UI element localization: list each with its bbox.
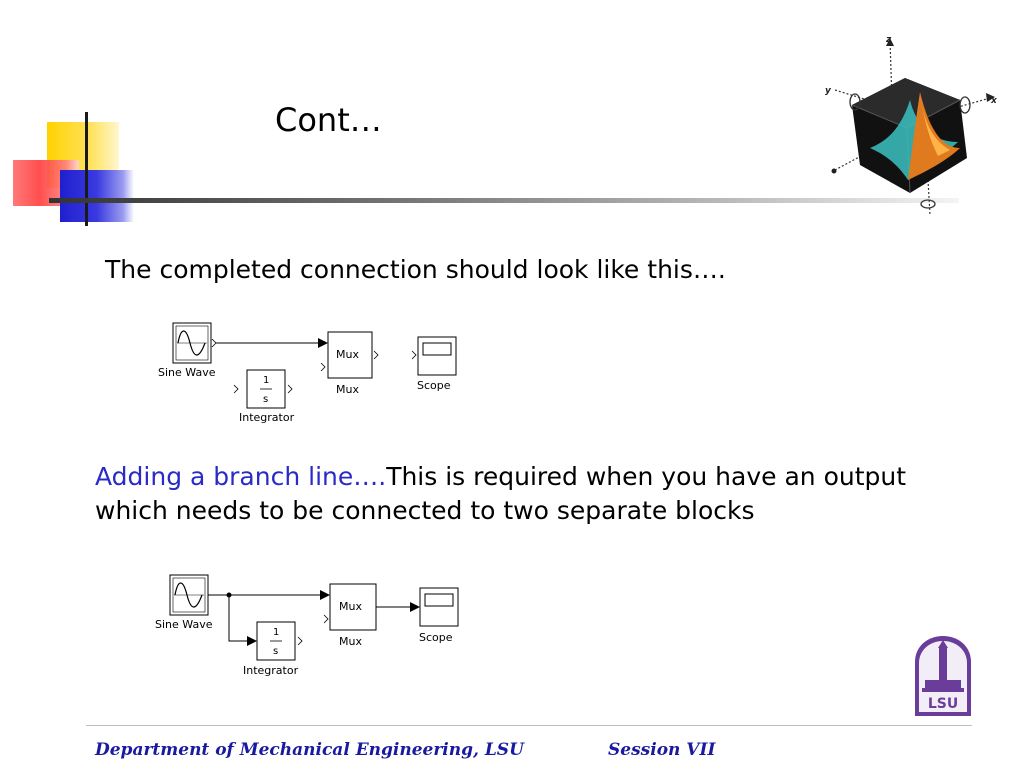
title-underline (49, 198, 959, 203)
scope-label: Scope (419, 631, 453, 644)
lsu-logo-text: LSU (928, 696, 958, 712)
simulink-diagram-branch: Sine Wave 1 s Integrator Mux Mux Scope (155, 574, 459, 677)
lsu-logo-icon: LSU (915, 636, 971, 716)
intro-text: The completed connection should look lik… (105, 255, 726, 284)
sine-wave-block (172, 322, 217, 364)
arrow-head (318, 338, 328, 348)
branch-text: This is required when you have an output… (95, 462, 907, 525)
integrator-denominator: s (263, 394, 268, 405)
slide-title: Cont… (275, 101, 382, 139)
mux-block: Mux (320, 331, 379, 379)
branch-paragraph: Adding a branch line….This is required w… (95, 460, 935, 528)
matlab-3d-logo-icon: z y x (825, 35, 998, 216)
mux-inner-label: Mux (339, 600, 362, 613)
mux-block: Mux (323, 583, 377, 631)
branch-highlight: Adding a branch line…. (95, 462, 387, 491)
scope-label: Scope (417, 379, 451, 392)
footer-session: Session VII (608, 740, 716, 760)
simulink-diagram-basic: Sine Wave 1 s Integrator Mux Mux Scope (158, 322, 457, 424)
footer-department: Department of Mechanical Engineering, LS… (95, 740, 524, 760)
sine-wave-block (169, 574, 209, 616)
integrator-label: Integrator (243, 664, 299, 677)
axis-z-label: z (885, 35, 892, 45)
integrator-label: Integrator (239, 411, 295, 424)
axis-y-label: y (825, 86, 832, 96)
scope-block (411, 336, 457, 376)
sine-wave-label: Sine Wave (155, 618, 213, 631)
mux-inner-label: Mux (336, 348, 359, 361)
footer-divider (86, 725, 972, 726)
sine-wave-label: Sine Wave (158, 366, 216, 379)
decor-vertical-line (85, 112, 88, 226)
integrator-numerator: 1 (273, 627, 279, 638)
decor-blue-square (60, 170, 134, 222)
mux-label: Mux (339, 635, 362, 648)
mux-label: Mux (336, 383, 359, 396)
integrator-block: 1 s (256, 621, 303, 661)
integrator-denominator: s (273, 646, 278, 657)
integrator-numerator: 1 (263, 375, 269, 386)
scope-block (419, 587, 459, 627)
integrator-block: 1 s (233, 369, 293, 409)
axis-x-label: x (990, 96, 998, 106)
